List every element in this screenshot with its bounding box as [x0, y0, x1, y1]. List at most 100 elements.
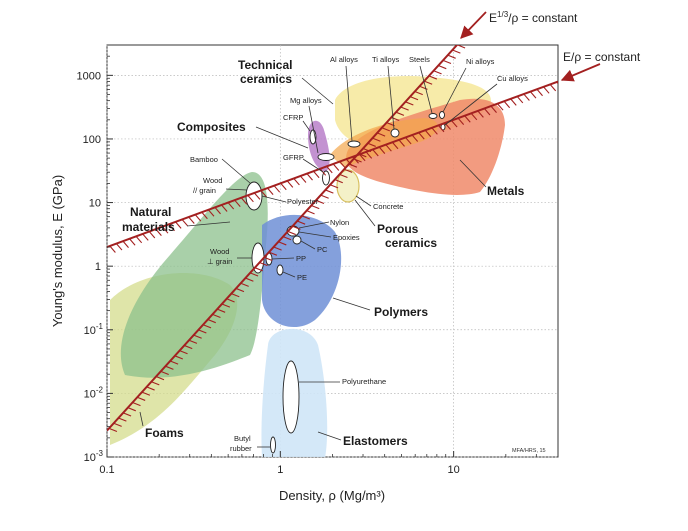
guide-hatch — [391, 141, 399, 150]
guide-hatch — [160, 370, 169, 376]
guide-hatch — [418, 132, 425, 140]
guide-hatch — [212, 313, 221, 319]
leader-foams — [139, 411, 144, 427]
guide-hatch — [372, 137, 381, 142]
guide-lines — [107, 45, 558, 433]
label-porous-ceramics-1: Porous — [377, 222, 419, 236]
guide-hatch — [447, 54, 456, 59]
guide-hatch — [181, 219, 189, 227]
x-tick-label-2: 10 — [448, 464, 460, 476]
label-polyurethane: Polyurethane — [342, 377, 386, 386]
guide-hatch — [247, 194, 254, 203]
leader-gfrp — [302, 158, 324, 173]
gfrp-ellipse — [322, 170, 330, 186]
guide-hatch — [245, 277, 254, 282]
guide-hatch — [273, 185, 281, 193]
leader-mg — [308, 105, 319, 154]
guide-hatch — [306, 173, 313, 181]
leader-polymers — [332, 297, 371, 311]
butyl-rubber-ellipse — [270, 436, 276, 454]
guide-hatch — [127, 407, 136, 412]
guide-hatch — [174, 355, 184, 360]
guide-hatch — [326, 166, 333, 174]
guide-hatch — [296, 220, 306, 225]
guide-hatch — [286, 180, 294, 188]
guide-hatch — [146, 386, 155, 391]
guide-hatch — [334, 179, 343, 184]
guide-label-cube-root-e: E — [489, 11, 497, 25]
guide-hatch — [348, 163, 358, 168]
y-tick-label-5: 10-2 — [84, 385, 104, 400]
guide-hatch — [287, 230, 296, 236]
guide-hatch — [260, 190, 267, 198]
guide-hatch — [132, 401, 141, 407]
guide-hatch — [221, 204, 228, 212]
guide-hatch — [405, 137, 412, 145]
al-alloys-ellipse — [347, 140, 361, 148]
family-labels: Foams Natural materials Polymers Elastom… — [122, 58, 525, 448]
guide-hatch — [332, 163, 340, 171]
pc-ellipse — [292, 235, 302, 245]
leader-steels — [419, 65, 433, 114]
x-tick-label-0: 0.1 — [99, 464, 114, 476]
y-tick-exponent: -1 — [96, 322, 104, 331]
guide-hatch — [169, 360, 179, 365]
guide-hatch — [543, 86, 550, 94]
x-axis-title: Density, ρ (Mg/m³) — [279, 488, 385, 503]
guide-hatch — [536, 88, 543, 97]
guide-hatch — [201, 211, 208, 220]
guide-hatch — [359, 153, 366, 162]
label-foams: Foams — [145, 426, 184, 440]
leader-elastomers — [317, 431, 342, 441]
guide-hatch — [188, 216, 195, 224]
label-pp: PP — [296, 254, 306, 263]
guide-hatch — [378, 146, 386, 154]
guide-hatch — [217, 308, 226, 313]
credit-text: MFA/HRS, 15 — [512, 448, 546, 454]
guide-hatch — [235, 287, 245, 293]
guide-hatch — [175, 221, 182, 229]
y-tick-exponent: -3 — [96, 449, 104, 458]
label-epoxies: Epoxies — [333, 233, 360, 242]
leader-al — [345, 65, 353, 142]
guide-hatch — [497, 103, 504, 111]
label-ni-alloys: Ni alloys — [466, 57, 495, 66]
y-tick-base: 10 — [84, 388, 96, 400]
guide-hatch — [259, 261, 268, 267]
label-technical-ceramics-2: ceramics — [240, 72, 292, 86]
guide-hatch — [464, 115, 471, 123]
guide-hatch — [372, 149, 379, 157]
y-tick-label-2: 10 — [89, 198, 101, 210]
guide-hatch — [214, 207, 221, 215]
guide-hatch — [253, 192, 261, 200]
leader-composites — [255, 126, 309, 149]
guide-hatch — [376, 132, 386, 137]
y-tick-label-1: 100 — [83, 134, 101, 146]
guide-hatch — [122, 240, 129, 249]
guide-hatch — [155, 228, 162, 236]
guide-hatch — [161, 226, 169, 234]
guide-hatch — [442, 59, 452, 65]
guide-hatch — [293, 178, 300, 186]
y-tick-label-6: 10-3 — [84, 449, 104, 464]
material-leaders — [221, 65, 498, 448]
leader-pc — [300, 240, 316, 250]
guide-hatch — [431, 127, 438, 135]
guide-hatch — [510, 98, 517, 106]
guide-hatch — [411, 134, 419, 142]
family-envelopes — [110, 76, 505, 457]
label-composites: Composites — [177, 120, 246, 134]
guide-hatch — [221, 303, 231, 308]
guide-hatch — [409, 96, 419, 101]
metals-envelope — [346, 98, 505, 195]
guide-hatch — [299, 175, 307, 183]
guide-line-0 — [107, 45, 459, 432]
guide-hatch — [424, 129, 432, 138]
label-porous-ceramics-2: ceramics — [385, 236, 437, 250]
guide-hatch — [273, 246, 282, 251]
y-tick-base: 10 — [84, 325, 96, 337]
label-natural-materials-2: materials — [122, 220, 175, 234]
guide-hatch — [400, 106, 409, 111]
guide-hatch — [202, 324, 212, 329]
